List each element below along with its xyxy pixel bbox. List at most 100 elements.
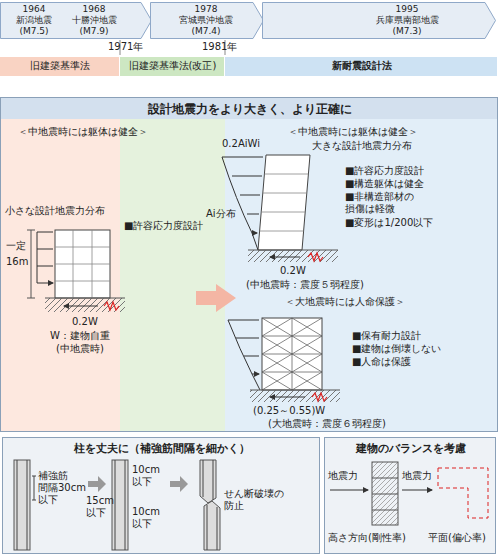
label: ■非構造部材の 損傷は軽微	[345, 191, 427, 215]
small-building-part	[37, 232, 38, 283]
large-building-part	[308, 253, 323, 261]
label: 1981年	[202, 41, 237, 53]
label: ■許容応力度設計	[124, 220, 203, 232]
large-building-part	[248, 250, 338, 262]
label: 10cm 以下	[132, 506, 164, 530]
damaged-building-part	[250, 390, 340, 391]
small-building-part	[55, 230, 110, 298]
label: 10cm 以下	[132, 464, 164, 488]
label: 一定	[6, 240, 26, 252]
label: 地震力	[402, 470, 432, 482]
small-building-part	[45, 298, 125, 299]
damaged-building-part	[262, 318, 322, 390]
balance-figures-part	[372, 478, 398, 510]
columns-part	[32, 476, 36, 500]
label: 地震力	[328, 470, 358, 482]
node-text: 設計地震力をより大きく、より正確に	[1, 102, 498, 116]
label: 補強筋 間隔30cm 以下	[38, 470, 90, 506]
large-building-part	[248, 250, 338, 251]
columns-part	[112, 460, 128, 550]
label: (0.25～0.55)W	[253, 405, 325, 417]
label: ■許容応力度設計	[345, 165, 424, 177]
arrow-shape	[263, 3, 496, 39]
columns-part	[203, 460, 217, 550]
era-grounds-part	[225, 97, 498, 432]
label: ■人命は保護	[352, 356, 411, 368]
transition-arrow	[196, 284, 236, 312]
era-band: 旧建築基準法(改正)	[120, 57, 225, 76]
label: ■変形は1/200以下	[345, 217, 433, 229]
small-building-part	[64, 306, 98, 307]
label: ■構造躯体は健全	[345, 178, 424, 190]
node-text: 1968 十勝沖地震 (M7.9)	[66, 4, 122, 36]
label: せん断破壊の 防止	[224, 488, 292, 512]
damaged-building-part	[262, 318, 322, 390]
large-building-part	[222, 157, 258, 250]
label: ＜中地震時には躯体は健全＞	[288, 126, 418, 138]
panel-grounds-part	[324, 437, 496, 554]
small-building	[27, 230, 125, 312]
large-building-part	[260, 174, 309, 231]
large-building	[222, 155, 338, 262]
large-building-part	[258, 155, 310, 250]
damaged-building	[228, 318, 340, 402]
label: (中地震時：震度５弱程度)	[246, 279, 364, 291]
damaged-building-part	[270, 397, 305, 398]
balance-figures-part	[438, 468, 488, 518]
quake-timeline-arrow: 1995 兵庫県南部地震 (M7.3)	[262, 2, 496, 39]
era-grounds	[0, 40, 498, 432]
small-building-part	[45, 298, 125, 312]
label: ■保有耐力設計	[352, 330, 421, 342]
quake-timeline-arrow: 1964 新潟地震 (M7.5)1968 十勝沖地震 (M7.9)	[0, 2, 152, 39]
large-building-part	[270, 257, 300, 258]
era-grounds-part	[120, 97, 225, 432]
node-text: 新耐震設計法	[225, 60, 498, 72]
label: Ai分布	[206, 208, 236, 220]
node-text: 1995 兵庫県南部地震 (M7.3)	[372, 4, 442, 36]
label: 大きな設計地震力分布	[312, 140, 412, 152]
arrow-shape	[151, 3, 264, 39]
columns-part	[14, 460, 30, 550]
node-text: 旧建築基準法(改正)	[120, 60, 225, 72]
label: 1971年	[108, 41, 143, 53]
damaged-building-part	[228, 320, 260, 390]
node-text: 1964 新潟地震 (M7.5)	[10, 4, 58, 36]
era-band: 旧建築基準法	[0, 57, 120, 76]
label: 0.2W	[280, 265, 306, 277]
quake-timeline-arrow: 1978 宮城県沖地震 (M7.4)	[150, 2, 264, 39]
small-building-part	[37, 232, 53, 283]
era-grounds-part	[0, 97, 120, 432]
columns-part	[170, 476, 188, 492]
label: (中地震時)	[56, 343, 104, 355]
damaged-building-part	[228, 320, 259, 374]
node-text: 建物のバランスを考慮	[325, 442, 497, 455]
node-text: 柱を丈夫に（補強筋間隔を細かく）	[3, 442, 321, 455]
large-building-part	[222, 157, 263, 233]
label: ＜中地震時には躯体は健全＞	[18, 126, 148, 138]
small-building-part	[55, 230, 110, 298]
label: 0.2AiWi	[222, 138, 260, 150]
panel-grounds-part	[2, 437, 320, 554]
label: ■建物は倒壊しない	[352, 343, 441, 355]
small-building-part	[104, 302, 119, 310]
damaged-building-part	[312, 393, 327, 401]
balance-figures-part	[372, 462, 398, 525]
columns-part	[204, 501, 220, 550]
columns-part	[200, 460, 216, 503]
label: 0.2W	[72, 316, 98, 328]
columns-part	[17, 460, 125, 550]
panel-grounds	[2, 437, 496, 554]
columns	[14, 460, 220, 550]
label: ＜大地震時には人命保護＞	[285, 296, 405, 308]
node-text: 1978 宮城県沖地震 (M7.4)	[176, 4, 236, 36]
label: W：建物自重	[50, 330, 110, 342]
node-text: 旧建築基準法	[0, 60, 120, 72]
label: 16m	[6, 256, 28, 268]
label: 平面(偏心率)	[428, 532, 486, 544]
label: 小さな設計地震力分布	[5, 205, 105, 217]
columns-part	[88, 476, 106, 492]
era-band: 新耐震設計法	[225, 57, 498, 76]
arrow-shape	[1, 3, 152, 39]
era-grounds-part	[0, 97, 498, 119]
